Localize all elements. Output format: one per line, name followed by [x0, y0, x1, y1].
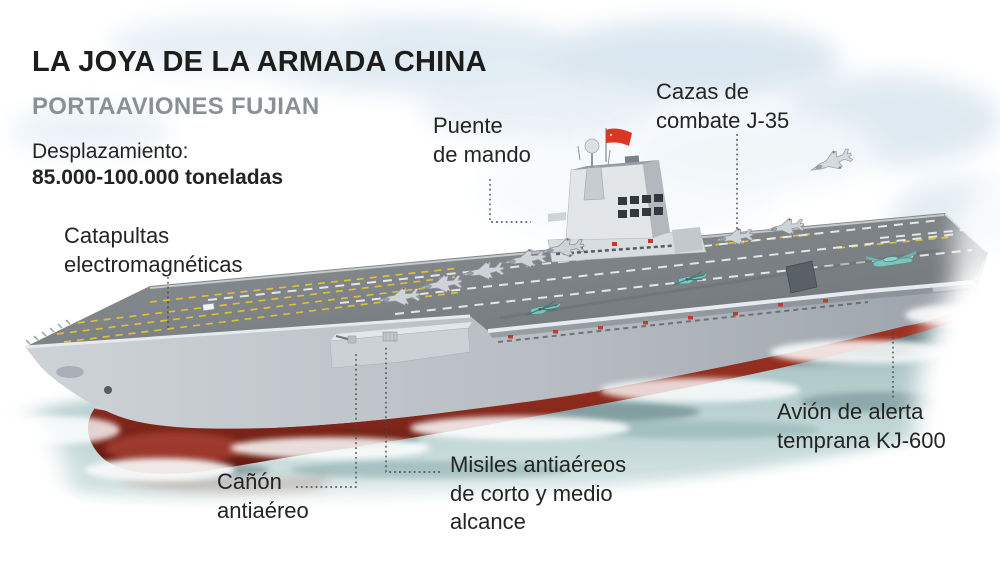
jet-blast-deflector [785, 260, 818, 294]
leader-lines [167, 134, 894, 488]
page-subtitle: PORTAAVIONES FUJIAN [32, 93, 320, 120]
bridge-windows [618, 194, 663, 218]
leader-puente [489, 179, 531, 223]
displacement-label: Desplazamiento: [32, 140, 189, 163]
ciws-gun-icon [335, 335, 357, 344]
bow-safety-nets [25, 319, 71, 345]
callout-kj600: Avión de alerta temprana KJ-600 [777, 399, 946, 453]
china-flag-icon [606, 128, 632, 146]
missile-launcher-icon [382, 331, 398, 342]
page-title: LA JOYA DE LA ARMADA CHINA [32, 46, 487, 78]
callout-catapultas: Catapultas electromagnéticas [64, 223, 243, 277]
white-fades [0, 175, 1000, 567]
leader-canon [296, 353, 357, 488]
callout-misiles: Misiles antiaéreos de corto y medio alca… [450, 452, 627, 535]
carrier-ship [24, 128, 988, 474]
displacement-spec: Desplazamiento: 85.000-100.000 toneladas [32, 139, 283, 192]
weapons-sponson [329, 322, 472, 369]
callout-canon-antiaereo: Cañón antiaéreo [217, 469, 309, 523]
hull-gray [25, 253, 988, 429]
callout-puente-de-mando: Puente de mando [433, 113, 531, 167]
hull-red [87, 302, 968, 474]
radar-dome-icon [584, 138, 600, 154]
life-raft-markers [508, 299, 828, 339]
flight-deck [25, 213, 988, 347]
leader-misiles [385, 345, 440, 473]
callout-cazas-j35: Cazas de combate J-35 [656, 79, 790, 133]
island-superstructure [547, 128, 707, 263]
deck-tractor [202, 302, 215, 311]
displacement-value: 85.000-100.000 toneladas [32, 166, 283, 190]
